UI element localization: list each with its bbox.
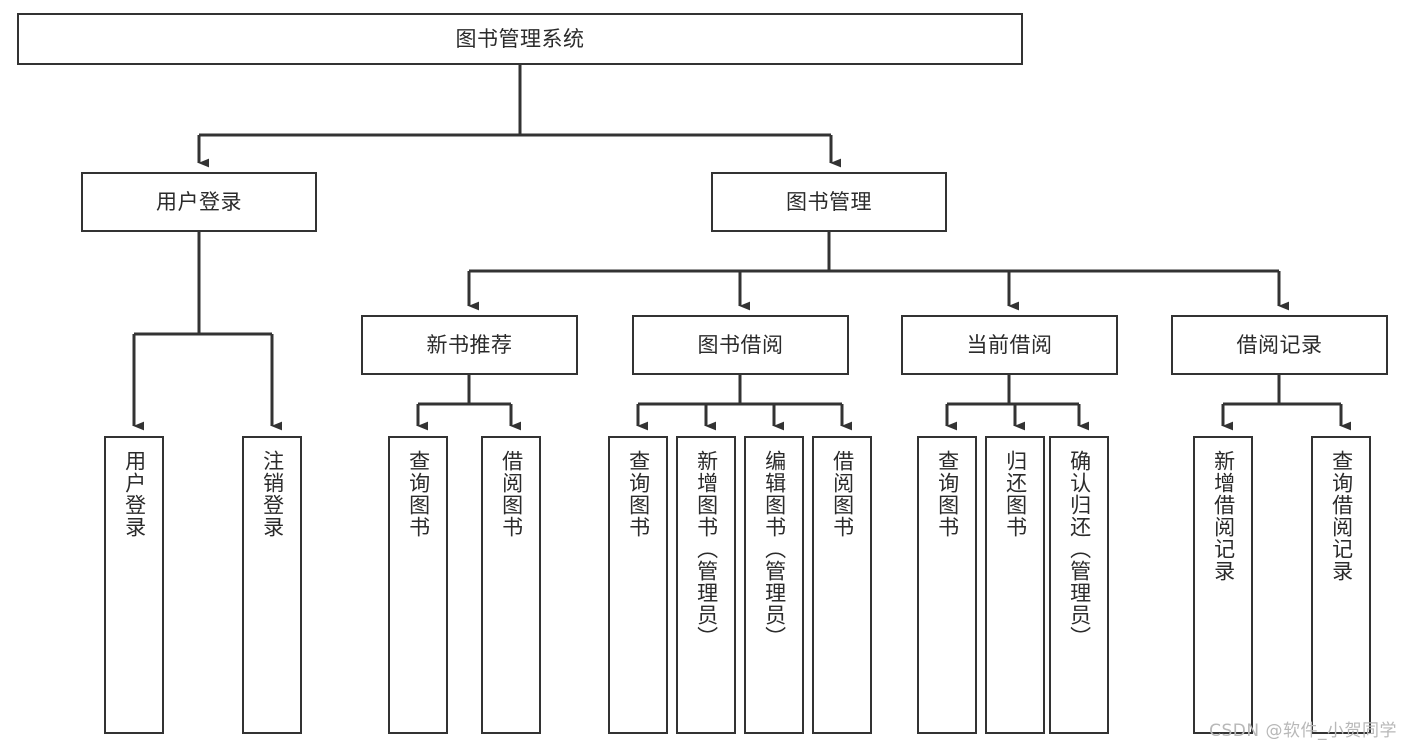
node-label: 借阅记录 [1236,332,1323,357]
node-label: 查询图书 [626,450,651,538]
leaf-current-confirm-return[interactable]: 确认归还（管理员） [1049,436,1109,734]
node-label: 图书管理 [786,189,872,214]
leaf-record-query-record[interactable]: 查询借阅记录 [1311,436,1371,734]
node-book-borrow[interactable]: 图书借阅 [632,315,849,375]
node-label: 新增借阅记录 [1211,450,1236,582]
leaf-borrow-borrow-book[interactable]: 借阅图书 [812,436,872,734]
node-label: 用户登录 [122,450,147,538]
leaf-recommend-query-book[interactable]: 查询图书 [388,436,448,734]
node-label: 查询借阅记录 [1329,450,1354,582]
leaf-borrow-query-book[interactable]: 查询图书 [608,436,668,734]
leaf-record-add-record[interactable]: 新增借阅记录 [1193,436,1253,734]
leaf-current-return-book[interactable]: 归还图书 [985,436,1045,734]
node-label: 归还图书 [1003,450,1028,538]
leaf-user-login-logout[interactable]: 注销登录 [242,436,302,734]
node-label: 用户登录 [156,189,242,214]
node-label: 编辑图书（管理员） [762,450,787,648]
node-label: 新书推荐 [426,332,513,357]
node-book-management[interactable]: 图书管理 [711,172,947,232]
leaf-recommend-borrow-book[interactable]: 借阅图书 [481,436,541,734]
node-new-book-recommend[interactable]: 新书推荐 [361,315,578,375]
leaf-borrow-add-book[interactable]: 新增图书（管理员） [676,436,736,734]
node-label: 注销登录 [260,450,285,538]
node-user-login[interactable]: 用户登录 [81,172,317,232]
node-label: 查询图书 [406,450,431,538]
node-label: 借阅图书 [830,450,855,538]
node-label: 确认归还（管理员） [1067,450,1092,648]
node-label: 当前借阅 [966,332,1053,357]
node-label: 查询图书 [935,450,960,538]
leaf-current-query-book[interactable]: 查询图书 [917,436,977,734]
leaf-user-login-login[interactable]: 用户登录 [104,436,164,734]
leaf-borrow-edit-book[interactable]: 编辑图书（管理员） [744,436,804,734]
node-label: 图书管理系统 [455,26,585,51]
node-current-borrow[interactable]: 当前借阅 [901,315,1118,375]
node-label: 借阅图书 [499,450,524,538]
node-label: 图书借阅 [697,332,784,357]
node-label: 新增图书（管理员） [694,450,719,648]
node-root-system[interactable]: 图书管理系统 [17,13,1023,65]
node-borrow-record[interactable]: 借阅记录 [1171,315,1388,375]
